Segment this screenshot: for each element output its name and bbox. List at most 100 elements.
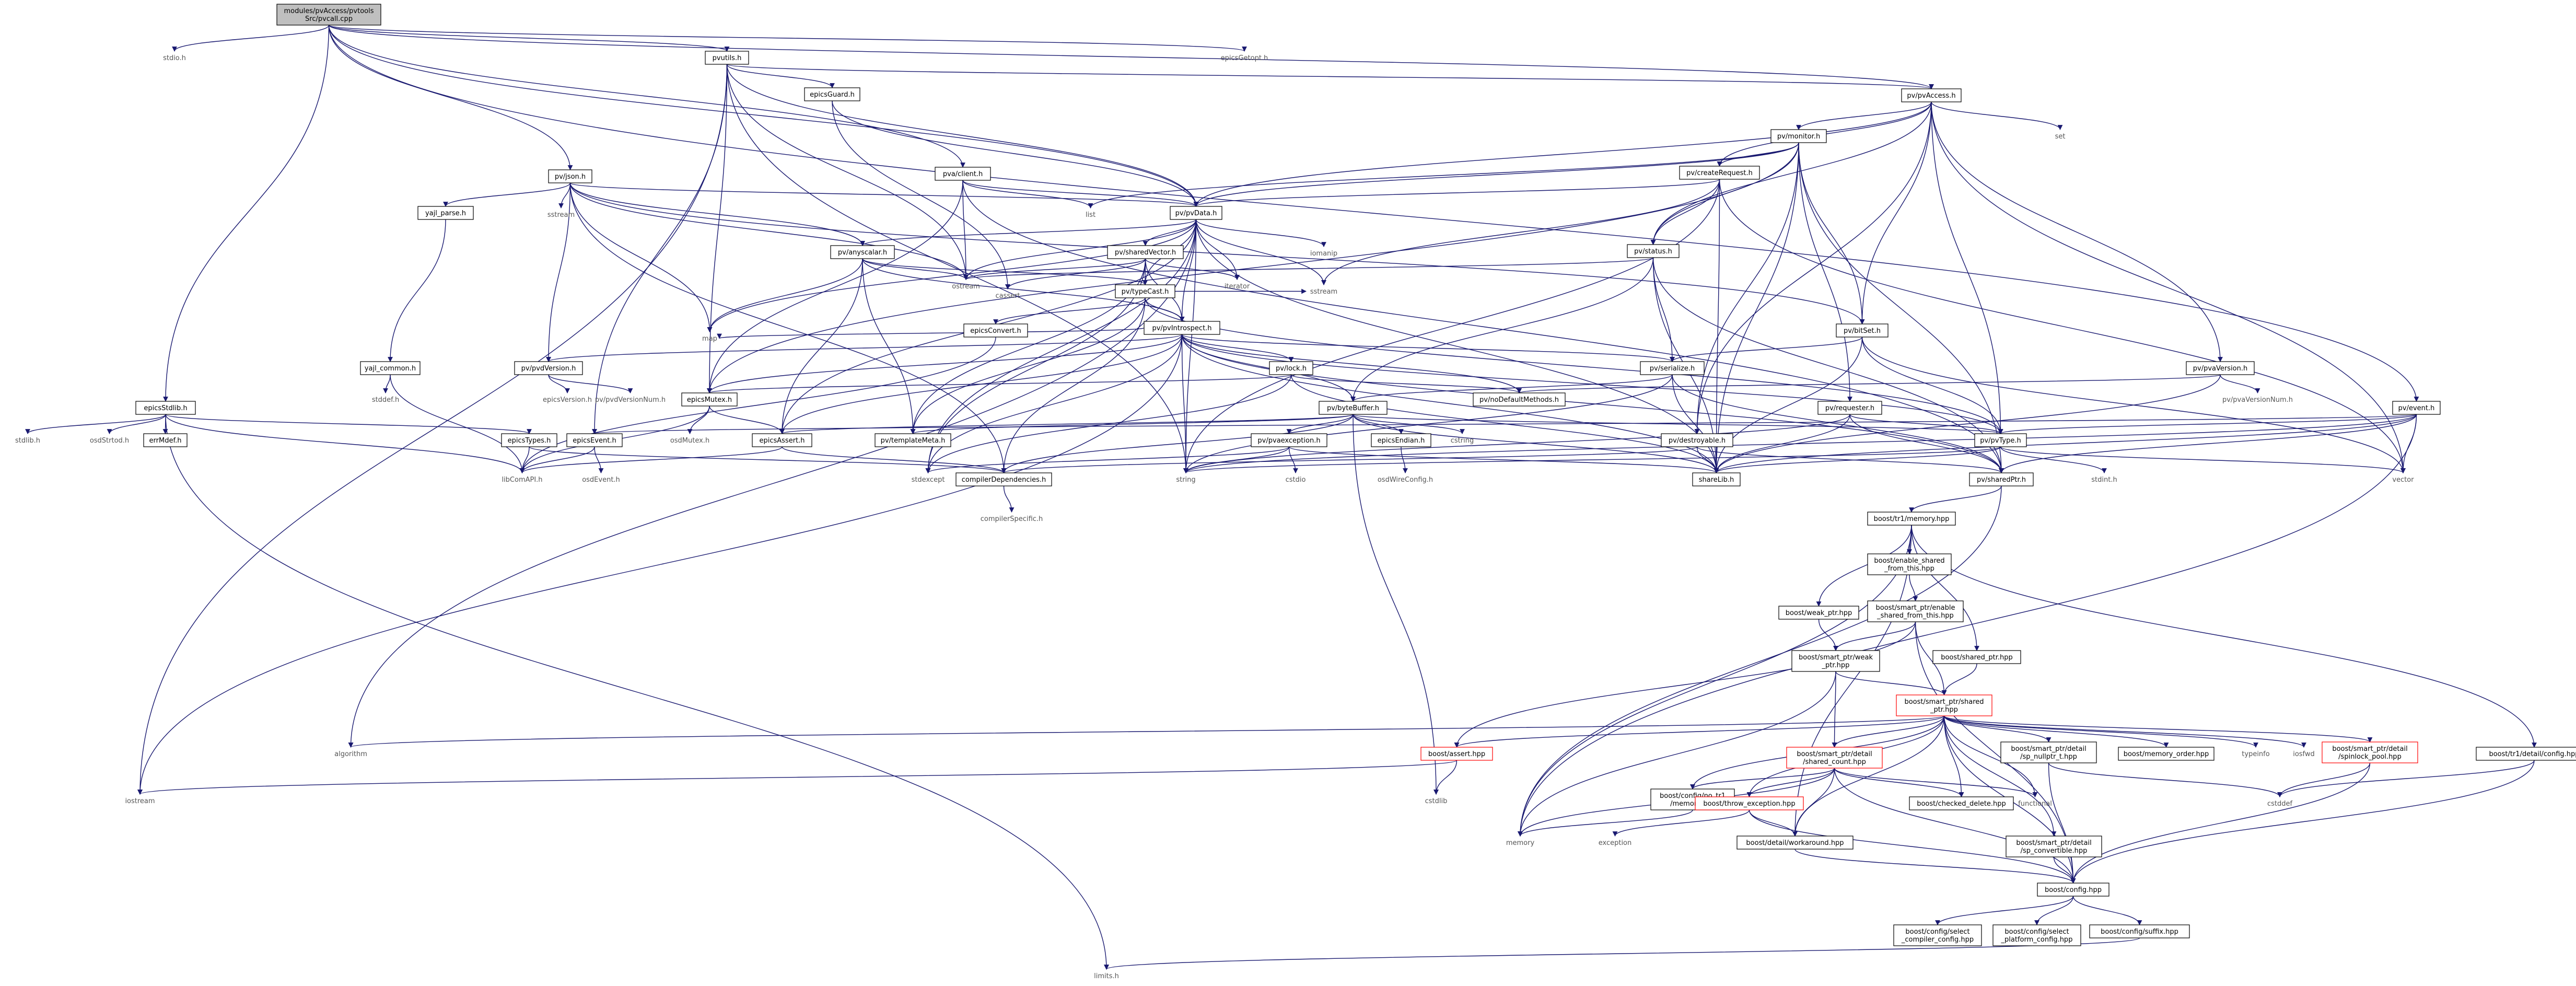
graph-node-boostSpWeakPtr[interactable]: boost/smart_ptr/weak_ptr.hpp bbox=[1791, 650, 1880, 672]
node-label: _ptr.hpp bbox=[1822, 662, 1850, 669]
graph-node-epicsEndian[interactable]: epicsEndian.h bbox=[1371, 433, 1431, 447]
graph-node-pvpvIntrospect[interactable]: pv/pvIntrospect.h bbox=[1144, 321, 1220, 335]
graph-node-boostThrowException[interactable]: boost/throw_exception.hpp bbox=[1695, 796, 1804, 810]
graph-node-pvlock[interactable]: pv/lock.h bbox=[1269, 361, 1313, 375]
graph-node-pvpvType[interactable]: pv/pvType.h bbox=[1974, 433, 2027, 447]
node-box bbox=[1969, 472, 2034, 486]
graph-node-epicsEvent[interactable]: epicsEvent.h bbox=[566, 433, 623, 447]
graph-node-yajl_common[interactable]: yajl_common.h bbox=[360, 361, 421, 375]
graph-node-boostSpSharedPtr[interactable]: boost/smart_ptr/shared_ptr.hpp bbox=[1896, 694, 1992, 716]
node-box bbox=[1867, 600, 1964, 622]
graph-node-boostTr1memory[interactable]: boost/tr1/memory.hpp bbox=[1867, 512, 1956, 526]
node-label: boost/smart_ptr/detail bbox=[1797, 750, 1872, 758]
graph-node-boostSharedPtr[interactable]: boost/shared_ptr.hpp bbox=[1932, 650, 2021, 664]
node-box bbox=[1909, 796, 2014, 810]
graph-node-boostSpDetailNullptr[interactable]: boost/smart_ptr/detail/sp_nullptr_t.hpp bbox=[2000, 741, 2097, 763]
graph-node-pvpvaexception[interactable]: pv/pvaexception.h bbox=[1251, 433, 1327, 447]
edge-pvpvaexception-to-stdexcept bbox=[925, 446, 1290, 473]
node-box bbox=[1371, 433, 1431, 447]
graph-node-boostAssert[interactable]: boost/assert.hpp bbox=[1420, 747, 1493, 761]
graph-node-yajl_parse[interactable]: yajl_parse.h bbox=[417, 206, 474, 220]
node-box bbox=[1170, 206, 1222, 220]
graph-node-epicsConvert[interactable]: epicsConvert.h bbox=[963, 323, 1028, 338]
node-box bbox=[1893, 924, 1982, 946]
graph-node-boostMemoryOrder[interactable]: boost/memory_order.hpp bbox=[2118, 747, 2214, 761]
graph-node-pvbitSet[interactable]: pv/bitSet.h bbox=[1836, 323, 1889, 338]
graph-node-pvclient[interactable]: pva/client.h bbox=[935, 167, 991, 181]
edge-pvpvaVersionH-to-shareLib bbox=[1714, 374, 2221, 473]
graph-node-pvmonitor[interactable]: pv/monitor.h bbox=[1770, 129, 1827, 143]
graph-node-pvsharedVector[interactable]: pv/sharedVector.h bbox=[1107, 245, 1184, 259]
edge-pvjson-to-pvpvdVersion bbox=[546, 182, 571, 362]
graph-node-boostTr1Config[interactable]: boost/tr1/detail/config.hpp bbox=[2476, 747, 2576, 761]
edge-pvutils-to-string bbox=[726, 64, 1188, 473]
graph-node-pvdestroyable[interactable]: pv/destroyable.h bbox=[1661, 433, 1733, 447]
edge-boostSpSharedPtr-to-functional bbox=[1943, 715, 2038, 797]
graph-node-pvnoDefaultMethods[interactable]: pv/noDefaultMethods.h bbox=[1473, 392, 1566, 407]
edge-root-to-epicsGetopt bbox=[328, 25, 1247, 52]
graph-node-boostSpDetailSpinlock[interactable]: boost/smart_ptr/detail/spinlock_pool.hpp bbox=[2322, 741, 2418, 763]
graph-node-boostEnableShared[interactable]: boost/enable_shared_from_this.hpp bbox=[1867, 553, 1952, 575]
graph-node-compilerDependencies[interactable]: compilerDependencies.h bbox=[955, 472, 1052, 486]
graph-node-pvsharedPtr[interactable]: pv/sharedPtr.h bbox=[1969, 472, 2034, 486]
edge-pvAccess-to-pvstatus bbox=[1650, 101, 1932, 245]
edge-pvsharedPtr-to-boostTr1memory bbox=[1909, 485, 2002, 513]
graph-node-pvData[interactable]: pv/pvData.h bbox=[1170, 206, 1222, 220]
edge-pvclient-to-epicsMutex bbox=[707, 180, 963, 393]
node-label: epicsGuard.h bbox=[810, 91, 855, 99]
graph-node-pvutils[interactable]: pvutils.h bbox=[705, 51, 749, 65]
node-box bbox=[1786, 747, 1883, 769]
graph-node-pvanyscalar[interactable]: pv/anyscalar.h bbox=[830, 245, 895, 259]
graph-node-pvcreateRequest[interactable]: pv/createRequest.h bbox=[1679, 166, 1760, 180]
node-label: ostream bbox=[952, 283, 980, 291]
graph-node-epicsMutex[interactable]: epicsMutex.h bbox=[681, 392, 738, 407]
graph-node-boostSpDetailSharedCount[interactable]: boost/smart_ptr/detail/shared_count.hpp bbox=[1786, 747, 1883, 769]
edge-boostSpSharedPtr-to-boostMemoryOrder bbox=[1943, 715, 2169, 748]
graph-node-pvAccess[interactable]: pv/pvAccess.h bbox=[1901, 88, 1962, 102]
graph-node-boostSelectPlatform[interactable]: boost/config/select_platform_config.hpp bbox=[1992, 924, 2081, 946]
graph-node-pvtypeCast[interactable]: pv/typeCast.h bbox=[1115, 284, 1175, 298]
node-box bbox=[1692, 472, 1741, 486]
graph-node-epicsGuard[interactable]: epicsGuard.h bbox=[804, 87, 860, 101]
edge-pvmonitor-to-epicsMutex bbox=[707, 142, 1799, 393]
node-box bbox=[705, 51, 749, 65]
graph-node-pvjson[interactable]: pv/json.h bbox=[548, 169, 592, 183]
edge-pvtypeCast-to-epicsConvert bbox=[993, 297, 1146, 324]
graph-node-boostSpEnableShared[interactable]: boost/smart_ptr/enable_shared_from_this.… bbox=[1867, 600, 1964, 622]
graph-node-pvbyteBuffer[interactable]: pv/byteBuffer.h bbox=[1319, 401, 1388, 415]
graph-node-pvrequester[interactable]: pv/requester.h bbox=[1817, 401, 1882, 415]
graph-node-epicsStdlib[interactable]: epicsStdlib.h bbox=[135, 401, 196, 415]
node-box bbox=[1817, 401, 1882, 415]
graph-node-epicsTypes[interactable]: epicsTypes.h bbox=[501, 433, 557, 447]
node-box bbox=[1867, 512, 1956, 526]
graph-node-boostCheckedDelete[interactable]: boost/checked_delete.hpp bbox=[1909, 796, 2014, 810]
graph-node-shareLib[interactable]: shareLib.h bbox=[1692, 472, 1741, 486]
node-box bbox=[1473, 392, 1566, 407]
graph-node-pvpvaVersionH[interactable]: pv/pvaVersion.h bbox=[2186, 361, 2255, 375]
graph-node-boostSelectCompiler[interactable]: boost/config/select_compiler_config.hpp bbox=[1893, 924, 1982, 946]
graph-node-pvevent[interactable]: pv/event.h bbox=[2392, 401, 2441, 415]
node-label: pv/sharedPtr.h bbox=[1977, 476, 2026, 484]
edge-pvpvaVersionH-to-pvpvaVersionNum bbox=[2220, 374, 2260, 393]
graph-node-boostDetailWorkaround[interactable]: boost/detail/workaround.hpp bbox=[1736, 836, 1854, 850]
edge-pvAccess-to-set bbox=[1931, 101, 2063, 130]
node-label: pv/byteBuffer.h bbox=[1327, 404, 1379, 412]
graph-node-pvtemplateMeta[interactable]: pv/templateMeta.h bbox=[875, 433, 951, 447]
node-label: map bbox=[702, 335, 717, 343]
graph-node-pvstatus[interactable]: pv/status.h bbox=[1627, 244, 1680, 258]
edge-pvlock-to-stdexcept bbox=[925, 374, 1292, 473]
edge-pvData-to-pvanyscalar bbox=[860, 219, 1197, 246]
graph-node-pvserialize[interactable]: pv/serialize.h bbox=[1640, 361, 1705, 375]
graph-node-boostSpDetailConvertible[interactable]: boost/smart_ptr/detail/sp_convertible.hp… bbox=[2006, 836, 2102, 857]
edge-boostSpDetailNullptr-to-boostConfig bbox=[2048, 762, 2076, 884]
graph-node-pvpvdVersion[interactable]: pv/pvdVersion.h bbox=[514, 361, 583, 375]
graph-node-boostSuffix[interactable]: boost/config/suffix.hpp bbox=[2089, 924, 2190, 938]
node-label: pv/pvIntrospect.h bbox=[1152, 324, 1211, 332]
graph-node-boostWeakPtr[interactable]: boost/weak_ptr.hpp bbox=[1778, 606, 1859, 620]
edge-boostWeakPtr-to-boostSpWeakPtr bbox=[1818, 619, 1838, 651]
graph-node-errMdef[interactable]: errMdef.h bbox=[143, 433, 188, 447]
graph-node-epicsAssert[interactable]: epicsAssert.h bbox=[752, 433, 812, 447]
graph-node-ostream: ostream bbox=[952, 283, 980, 291]
graph-node-boostConfig[interactable]: boost/config.hpp bbox=[2037, 883, 2109, 897]
